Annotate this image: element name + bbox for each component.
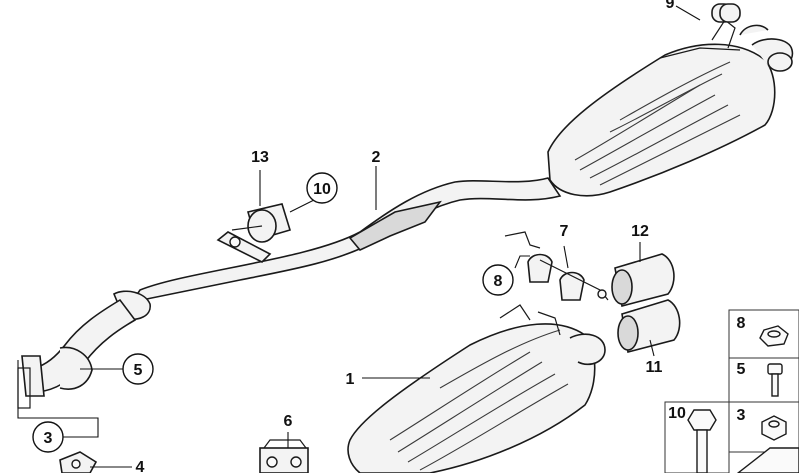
svg-text:2: 2 <box>372 149 381 166</box>
callout-7: 7 <box>560 223 569 240</box>
tail-trim-lower <box>617 299 681 353</box>
rubber-damper <box>216 203 292 263</box>
callout-4: 4 <box>136 459 145 473</box>
callout-12: 12 <box>631 223 649 240</box>
tail-trim-upper <box>611 253 675 307</box>
svg-text:11: 11 <box>646 359 663 376</box>
svg-text:6: 6 <box>284 413 293 430</box>
front-silencer <box>347 304 606 473</box>
front-pipe-bend <box>17 298 137 409</box>
callout-9: 9 <box>666 0 675 12</box>
middle-pipe <box>112 177 562 320</box>
svg-text:7: 7 <box>560 223 569 240</box>
callout-11: 11 <box>646 359 663 376</box>
pipe-clamp <box>259 439 309 473</box>
svg-text:3: 3 <box>44 430 53 447</box>
hardware-label-3: 3 <box>737 407 746 424</box>
svg-text:8: 8 <box>494 273 503 290</box>
callout-6: 6 <box>284 413 293 430</box>
callout-2: 2 <box>372 149 381 166</box>
hardware-label-8: 8 <box>737 315 746 332</box>
gasket-upper <box>719 3 741 23</box>
hardware-label-10: 10 <box>668 405 686 422</box>
rear-silencer-upper <box>547 3 794 197</box>
svg-text:9: 9 <box>666 0 675 12</box>
svg-text:10: 10 <box>313 181 331 198</box>
svg-text:3: 3 <box>737 407 746 424</box>
hardware-panel <box>664 309 799 473</box>
svg-text:12: 12 <box>631 223 649 240</box>
hardware-label-5: 5 <box>737 361 746 378</box>
svg-text:13: 13 <box>251 149 269 166</box>
svg-text:1: 1 <box>346 371 355 388</box>
callout-8: 8 <box>482 264 514 296</box>
svg-text:5: 5 <box>134 362 143 379</box>
svg-text:8: 8 <box>737 315 746 332</box>
hanger-bracket <box>504 231 609 301</box>
svg-text:10: 10 <box>668 405 686 422</box>
callout-1: 1 <box>346 371 355 388</box>
callout-13: 13 <box>251 149 269 166</box>
callout-5: 5 <box>122 353 154 385</box>
svg-text:4: 4 <box>136 459 145 473</box>
svg-text:5: 5 <box>737 361 746 378</box>
leader-lines <box>17 5 701 468</box>
callout-10: 10 <box>306 172 338 204</box>
callout-3: 3 <box>32 421 64 453</box>
gasket <box>59 451 98 473</box>
